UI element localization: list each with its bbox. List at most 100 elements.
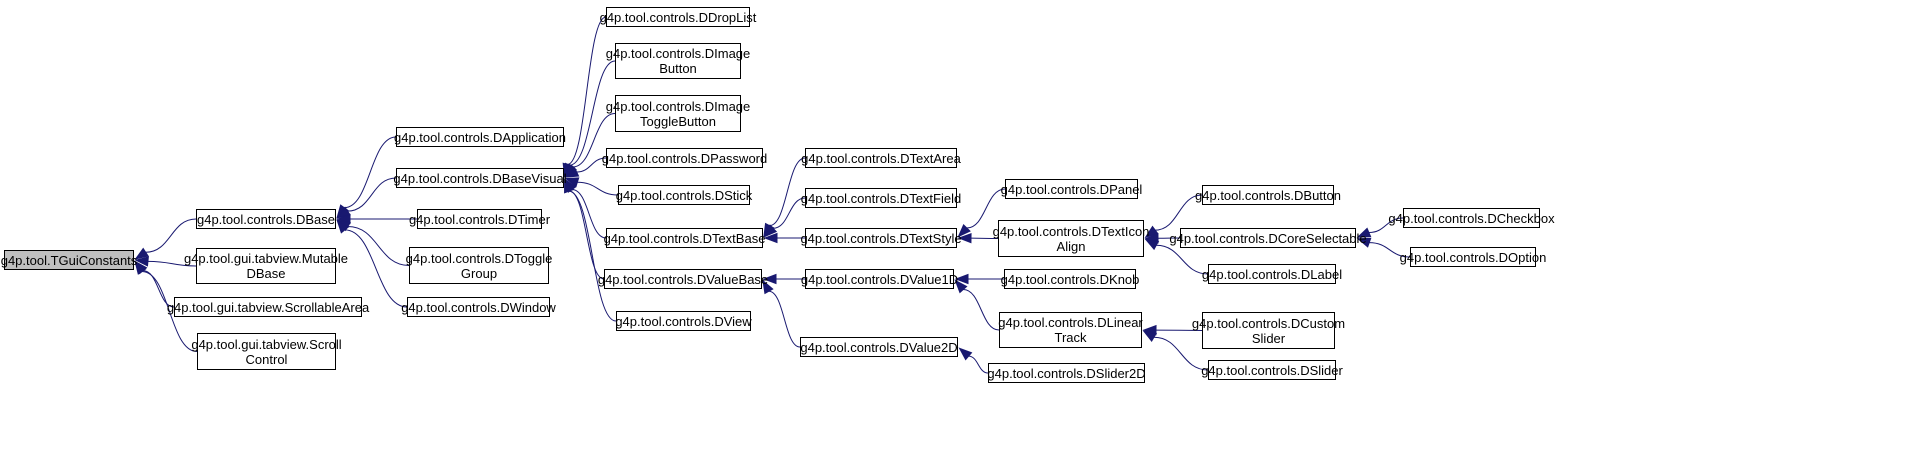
inheritance-edge <box>577 181 619 196</box>
class-node-dvalue-base[interactable]: g4p.tool.controls.DValueBase <box>598 269 768 289</box>
inheritance-edge <box>141 271 198 352</box>
class-node-dknob[interactable]: g4p.tool.controls.DKnob <box>1001 269 1139 289</box>
class-node-label: g4p.tool.controls.DCoreSelectable <box>1169 230 1367 246</box>
class-node-dlabel[interactable]: g4p.tool.controls.DLabel <box>1202 264 1342 284</box>
class-node-label: g4p.tool.controls.DValue2D <box>800 339 958 355</box>
inheritance-edge <box>773 197 806 229</box>
inheritance-edge <box>1368 217 1404 234</box>
class-node-dslider2d[interactable]: g4p.tool.controls.DSlider2D <box>987 363 1146 383</box>
inheritance-edge <box>1153 336 1209 371</box>
class-node-dwindow[interactable]: g4p.tool.controls.DWindow <box>401 297 556 317</box>
arrowhead-icon <box>134 260 147 275</box>
class-node-label: g4p.tool.controls.DView <box>615 313 752 329</box>
inheritance-edge <box>1155 194 1203 231</box>
class-node-label: g4p.tool.TGuiConstants <box>0 252 138 268</box>
class-node-label: g4p.tool.controls.DSlider <box>1201 362 1343 378</box>
class-node-label: g4p.tool.controls.DPanel <box>1000 181 1143 197</box>
arrowhead-icon <box>134 256 149 267</box>
arrowhead-icon <box>957 232 972 244</box>
class-node-label: g4p.tool.controls.DOption <box>1399 249 1547 265</box>
arrowhead-icon <box>564 177 580 188</box>
class-node-label: g4p.tool.controls.DTextStyle <box>800 230 962 246</box>
inheritance-edge <box>769 157 806 227</box>
inheritance-edge <box>571 188 607 239</box>
class-node-dview[interactable]: g4p.tool.controls.DView <box>615 311 752 331</box>
class-node-label: DBase <box>246 266 286 281</box>
arrowhead-icon <box>336 219 350 234</box>
class-node-dcheckbox[interactable]: g4p.tool.controls.DCheckbox <box>1388 208 1555 228</box>
inheritance-edge <box>347 177 397 212</box>
class-node-dbase-visual[interactable]: g4p.tool.controls.DBaseVisual <box>393 168 567 188</box>
arrowhead-icon <box>564 178 574 194</box>
class-node-dvalue2d[interactable]: g4p.tool.controls.DValue2D <box>800 337 958 357</box>
class-node-label: g4p.tool.controls.DLinear <box>998 315 1143 330</box>
class-node-label: g4p.tool.controls.DApplication <box>394 129 566 145</box>
class-node-dvalue1d[interactable]: g4p.tool.controls.DValue1D <box>801 269 958 289</box>
class-node-label: g4p.tool.controls.DTimer <box>408 211 551 227</box>
inheritance-edge <box>768 290 801 348</box>
class-node-dstick[interactable]: g4p.tool.controls.DStick <box>615 185 753 205</box>
inheritance-edge <box>344 136 397 209</box>
class-node-label: g4p.tool.controls.DImage <box>605 98 751 114</box>
class-node-ddrop-list[interactable]: g4p.tool.controls.DDropList <box>600 7 756 27</box>
class-node-dapplication[interactable]: g4p.tool.controls.DApplication <box>394 127 566 147</box>
inheritance-edge <box>147 260 197 267</box>
class-node-label: Slider <box>1251 330 1286 346</box>
class-node-dpassword[interactable]: g4p.tool.controls.DPassword <box>602 148 767 168</box>
class-node-dtext-area[interactable]: g4p.tool.controls.DTextArea <box>801 148 961 168</box>
class-node-dbutton[interactable]: g4p.tool.controls.DButton <box>1195 185 1341 205</box>
class-node-tgui-constants[interactable]: g4p.tool.TGuiConstants <box>1 250 137 270</box>
arrowhead-icon <box>134 247 149 260</box>
inheritance-edge <box>344 229 408 308</box>
class-node-dtext-style[interactable]: g4p.tool.controls.DTextStyle <box>800 228 962 248</box>
class-node-label: Track <box>1054 330 1087 345</box>
class-node-label: Button <box>659 61 697 76</box>
class-node-label: g4p.tool.controls.DDropList <box>599 9 757 25</box>
inheritance-edge <box>347 226 410 266</box>
arrowhead-icon <box>957 223 971 238</box>
class-node-dslider[interactable]: g4p.tool.controls.DSlider <box>1201 360 1343 380</box>
class-node-scrollable-area[interactable]: g4p.tool.gui.tabview.ScrollableArea <box>167 297 369 317</box>
class-node-dbase[interactable]: g4p.tool.controls.DBase <box>196 209 336 229</box>
class-node-dcore-selectable[interactable]: g4p.tool.controls.DCoreSelectable <box>1169 228 1367 248</box>
class-node-label: Align <box>1056 238 1086 254</box>
class-node-label: Group <box>460 265 498 281</box>
class-node-label: g4p.tool.gui.tabview.ScrollableArea <box>166 299 370 315</box>
arrowhead-icon <box>763 232 778 244</box>
inheritance-edge <box>567 16 607 165</box>
class-node-label: g4p.tool.controls.DSlider2D <box>987 365 1146 381</box>
class-node-label: g4p.tool.controls.DToggle <box>405 250 553 266</box>
class-node-label: g4p.tool.controls.DTextIcon <box>992 223 1150 239</box>
class-node-label: g4p.tool.controls.DTextArea <box>801 150 961 166</box>
class-node-label: g4p.tool.controls.DBaseVisual <box>393 170 567 186</box>
class-node-dtext-base[interactable]: g4p.tool.controls.DTextBase <box>604 228 765 248</box>
arrowhead-icon <box>958 347 973 361</box>
class-node-label: g4p.tool.controls.DButton <box>1195 187 1341 203</box>
inheritance-edge <box>142 270 175 308</box>
class-node-dtext-field[interactable]: g4p.tool.controls.DTextField <box>801 188 961 208</box>
class-node-dtimer[interactable]: g4p.tool.controls.DTimer <box>409 209 550 229</box>
inheritance-edge <box>576 157 607 173</box>
arrowhead-icon <box>1144 238 1160 251</box>
class-node-label: g4p.tool.controls.DStick <box>615 187 753 203</box>
inheritance-edge <box>569 60 616 166</box>
arrowhead-icon <box>954 279 968 294</box>
class-node-dpanel[interactable]: g4p.tool.controls.DPanel <box>1001 179 1142 199</box>
class-node-label: g4p.tool.controls.DTextField <box>800 190 962 206</box>
class-node-label: g4p.tool.gui.tabview.Scroll <box>191 336 342 352</box>
class-node-label: g4p.tool.controls.DImage <box>605 46 751 61</box>
class-node-label: g4p.tool.controls.DCustom <box>1191 315 1346 331</box>
class-node-label: Control <box>245 351 288 367</box>
class-node-label: g4p.tool.controls.DBase <box>196 211 336 227</box>
class-node-doption[interactable]: g4p.tool.controls.DOption <box>1400 247 1546 267</box>
